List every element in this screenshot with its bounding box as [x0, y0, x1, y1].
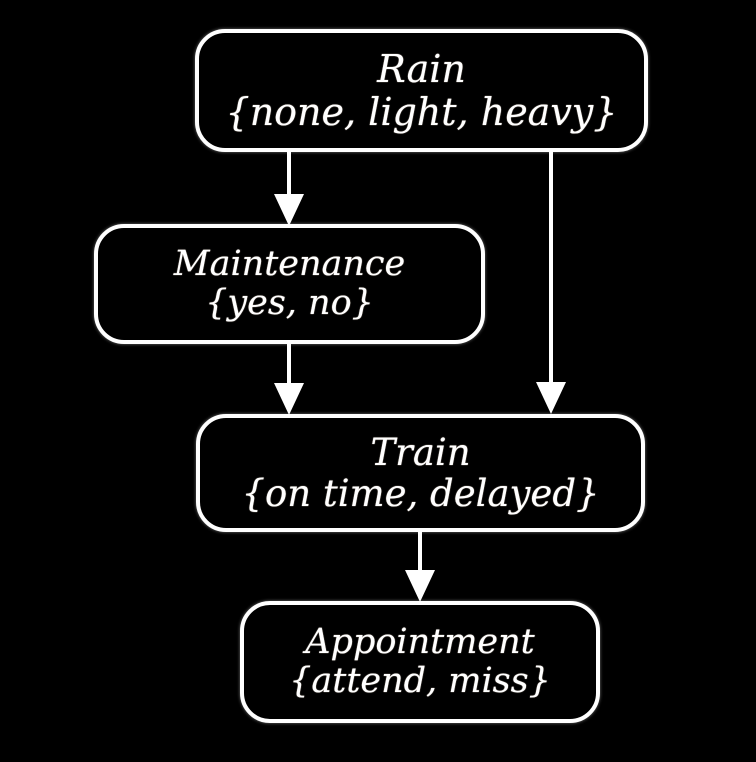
node-train-name: Train	[370, 430, 471, 474]
node-maintenance-name: Maintenance	[173, 243, 406, 284]
node-train-values: {on time, delayed}	[241, 472, 600, 515]
node-maintenance-values: {yes, no}	[205, 283, 374, 323]
node-appointment-values: {attend, miss}	[289, 661, 551, 701]
node-appointment[interactable]: Appointment {attend, miss}	[240, 601, 600, 723]
node-rain-name: Rain	[377, 46, 466, 91]
node-appointment-name: Appointment	[305, 621, 535, 662]
node-maintenance[interactable]: Maintenance {yes, no}	[94, 224, 485, 344]
node-rain[interactable]: Rain {none, light, heavy}	[195, 29, 648, 152]
node-train[interactable]: Train {on time, delayed}	[196, 414, 645, 532]
node-rain-values: {none, light, heavy}	[225, 89, 618, 134]
